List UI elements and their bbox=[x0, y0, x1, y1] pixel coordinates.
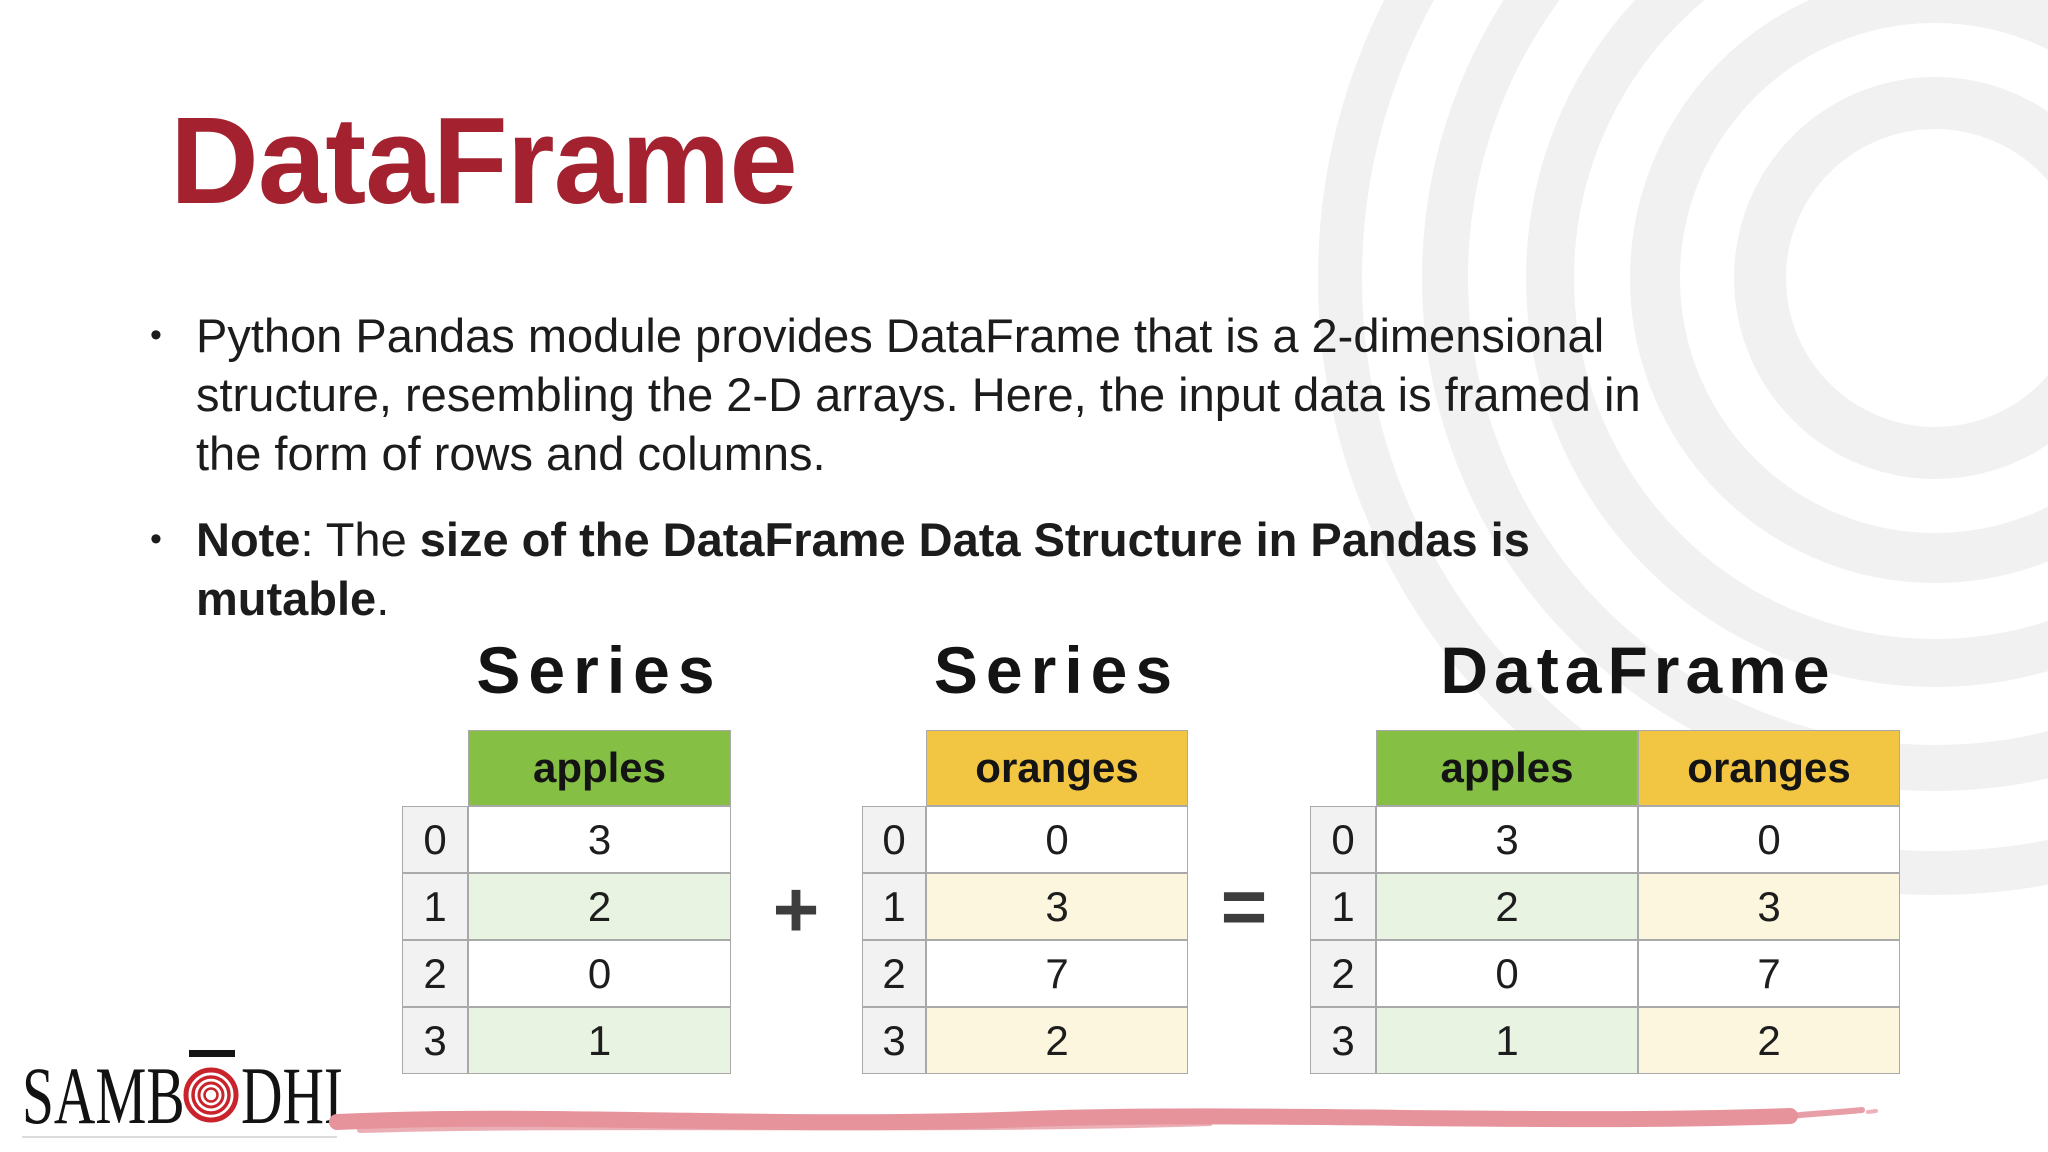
logo-macron-bar bbox=[189, 1050, 235, 1057]
index-cell: 3 bbox=[1310, 1007, 1376, 1074]
table-corner-stub bbox=[862, 730, 926, 806]
index-cell: 3 bbox=[402, 1007, 468, 1074]
text-segment: Note bbox=[196, 513, 301, 566]
bullet-line: the form of rows and columns. bbox=[196, 427, 826, 480]
column-header: apples bbox=[468, 730, 731, 806]
bullet-line: Note: The size of the DataFrame Data Str… bbox=[196, 510, 1530, 569]
bullet-item-2: • Note: The size of the DataFrame Data S… bbox=[150, 510, 1930, 628]
index-cell: 1 bbox=[402, 873, 468, 940]
text-segment: . bbox=[376, 572, 390, 625]
value-cell: 2 bbox=[1638, 1007, 1900, 1074]
text-segment: size of the DataFrame Data Structure in … bbox=[419, 513, 1530, 566]
value-cell: 0 bbox=[468, 940, 731, 1007]
index-cell: 0 bbox=[862, 806, 926, 873]
bullet-item-1: • Python Pandas module provides DataFram… bbox=[150, 306, 1930, 483]
sambodhi-logo: SAMB DHI bbox=[22, 1040, 362, 1150]
value-cell: 0 bbox=[926, 806, 1188, 873]
column-header: oranges bbox=[926, 730, 1188, 806]
equals-operator: = bbox=[1220, 862, 1268, 951]
bullet-2-note-text: Note: The size of the DataFrame Data Str… bbox=[196, 510, 1530, 628]
value-cell: 2 bbox=[468, 873, 731, 940]
bullet-line: Python Pandas module provides DataFrame … bbox=[196, 309, 1605, 362]
dataframe-heading: DataFrame bbox=[1440, 633, 1836, 707]
value-cell: 2 bbox=[1376, 873, 1638, 940]
logo-text-dhi: DHI bbox=[241, 1050, 344, 1141]
value-cell: 3 bbox=[1638, 873, 1900, 940]
plus-operator: + bbox=[772, 865, 820, 954]
value-cell: 3 bbox=[1376, 806, 1638, 873]
bullet-1-text: Python Pandas module provides DataFrame … bbox=[196, 306, 1641, 483]
value-cell: 3 bbox=[926, 873, 1188, 940]
index-cell: 2 bbox=[402, 940, 468, 1007]
value-cell: 3 bbox=[468, 806, 731, 873]
value-cell: 1 bbox=[1376, 1007, 1638, 1074]
column-header: apples bbox=[1376, 730, 1638, 806]
bullet-line: mutable. bbox=[196, 569, 1530, 628]
logo-underline bbox=[22, 1136, 337, 1138]
index-cell: 2 bbox=[1310, 940, 1376, 1007]
value-cell: 0 bbox=[1376, 940, 1638, 1007]
index-cell: 1 bbox=[862, 873, 926, 940]
text-segment: mutable bbox=[196, 572, 377, 625]
bullet-line: structure, resembling the 2-D arrays. He… bbox=[196, 368, 1641, 421]
value-cell: 7 bbox=[1638, 940, 1900, 1007]
logo-red-rings bbox=[183, 1067, 239, 1123]
value-cell: 7 bbox=[926, 940, 1188, 1007]
bullet-marker: • bbox=[150, 520, 162, 558]
page-title: DataFrame bbox=[170, 93, 798, 230]
index-cell: 2 bbox=[862, 940, 926, 1007]
brush-paths bbox=[329, 1107, 1878, 1133]
logo-text-samb: SAMB bbox=[22, 1050, 185, 1141]
bullet-list: • Python Pandas module provides DataFram… bbox=[150, 306, 1930, 628]
table-corner-stub bbox=[402, 730, 468, 806]
text-segment: : The bbox=[300, 513, 420, 566]
value-cell: 0 bbox=[1638, 806, 1900, 873]
index-cell: 0 bbox=[402, 806, 468, 873]
logo-o-rings-icon bbox=[183, 1067, 239, 1123]
value-cell: 2 bbox=[926, 1007, 1188, 1074]
index-cell: 0 bbox=[1310, 806, 1376, 873]
index-cell: 3 bbox=[862, 1007, 926, 1074]
index-cell: 1 bbox=[1310, 873, 1376, 940]
series-heading-2: Series bbox=[933, 633, 1181, 707]
series-heading-1: Series bbox=[476, 633, 723, 707]
table-corner-stub bbox=[1310, 730, 1376, 806]
column-header: oranges bbox=[1638, 730, 1900, 806]
value-cell: 1 bbox=[468, 1007, 731, 1074]
bullet-marker: • bbox=[150, 316, 162, 354]
